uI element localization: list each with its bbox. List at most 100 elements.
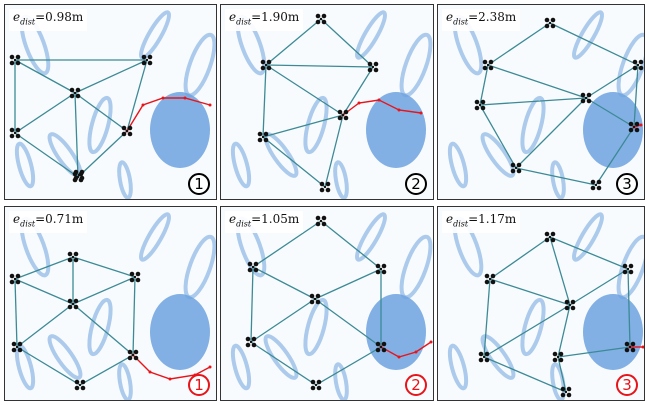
step-badge: 3 — [616, 374, 638, 396]
quadrotor-icon — [121, 125, 133, 137]
graph-edge — [14, 92, 76, 134]
graph-edge — [320, 220, 382, 270]
graph-edge — [16, 346, 81, 386]
panel-top-1: edist=0.98m 1 — [4, 4, 217, 200]
panel-top-2: edist=1.90m 2 — [220, 4, 434, 200]
quadrotor-icon — [544, 231, 556, 243]
obstacle — [333, 362, 349, 400]
obstacle-field — [230, 212, 433, 400]
formation-graph — [483, 236, 631, 393]
obstacle — [47, 132, 83, 178]
graph-edge — [14, 132, 79, 178]
obstacle — [183, 234, 216, 300]
graph-edge — [126, 59, 148, 132]
graph-edge — [487, 22, 551, 66]
trajectory-point — [419, 111, 423, 115]
scene — [9, 212, 216, 400]
graph-edge — [489, 236, 551, 280]
quadrotor-icon — [375, 263, 387, 275]
quadrotor-icon — [319, 181, 331, 193]
quadrotor-icon — [315, 215, 327, 227]
obstacle — [87, 95, 113, 155]
quadrotor-icon — [544, 17, 556, 29]
obstacle — [139, 10, 171, 60]
obstacle — [230, 141, 252, 189]
obstacle — [616, 32, 644, 98]
graph-edge — [14, 256, 74, 280]
graph-edge — [487, 64, 587, 99]
graph-edge — [479, 104, 517, 169]
obstacle — [366, 294, 426, 370]
trajectory-point — [429, 340, 433, 344]
step-badge: 2 — [405, 374, 427, 396]
quadrotor-icon — [67, 251, 79, 263]
graph-edge — [265, 64, 374, 68]
quadrotor-icon — [552, 351, 564, 363]
formation-graph — [14, 59, 148, 178]
trajectory-point — [357, 101, 361, 105]
graph-edge — [265, 64, 344, 116]
graph-edge — [342, 66, 374, 116]
distance-label: edist=2.38m — [442, 9, 521, 32]
graph-edge — [72, 303, 134, 356]
obstacle — [303, 297, 329, 357]
step-badge: 1 — [188, 374, 210, 396]
graph-edge — [72, 276, 136, 305]
trajectory-point — [161, 96, 165, 100]
quadrotor-icon — [564, 299, 576, 311]
graph-edge — [72, 256, 136, 278]
graph-edge — [74, 92, 79, 178]
quadrotor-icon — [560, 386, 572, 398]
graph-edge — [314, 268, 382, 300]
scene — [9, 10, 216, 199]
quadrotor-icon — [9, 273, 21, 285]
quadrotor-icon — [580, 92, 592, 104]
graph-edge — [14, 59, 76, 94]
obstacle — [150, 92, 210, 168]
distance-label: edist=1.90m — [225, 9, 304, 32]
graph-edge — [585, 64, 639, 99]
quadrotor-icon — [478, 351, 490, 363]
graph-edge — [77, 130, 128, 178]
graph-edge — [250, 341, 317, 386]
graph-edge — [479, 64, 489, 106]
graph-edge — [515, 97, 587, 169]
quadrotor-icon — [367, 61, 379, 73]
obstacle — [263, 334, 299, 380]
step-badge: 1 — [188, 173, 210, 195]
graph-edge — [483, 304, 571, 358]
obstacle — [355, 212, 387, 262]
quadrotor-icon — [69, 87, 81, 99]
quadrotor-icon — [127, 349, 139, 361]
trajectory-point — [397, 355, 401, 359]
obstacle — [550, 160, 566, 199]
trajectory-point — [148, 370, 152, 374]
formation-graph — [479, 22, 639, 186]
obstacle — [139, 212, 171, 262]
graph-edge — [557, 304, 571, 358]
trajectory-point — [168, 377, 172, 381]
graph-edge — [250, 266, 254, 343]
trajectory-line — [380, 341, 432, 358]
quadrotor-icon — [622, 263, 634, 275]
quadrotor-icon — [73, 169, 85, 181]
graph-edge — [557, 346, 631, 358]
trajectory-point — [141, 103, 145, 107]
obstacle — [333, 160, 349, 199]
panel-bottom-1: edist=0.71m 1 — [4, 206, 217, 401]
obstacle — [399, 234, 433, 300]
obstacle — [447, 141, 469, 189]
graph-edge — [483, 278, 491, 358]
graph-edge — [314, 298, 382, 348]
obstacle — [263, 132, 299, 178]
distance-label: edist=1.05m — [225, 211, 304, 234]
distance-label: edist=0.71m — [9, 211, 88, 234]
quadrotor-icon — [632, 59, 644, 71]
obstacle-field — [447, 10, 644, 199]
graph-edge — [595, 126, 635, 186]
trajectory-point — [183, 96, 187, 100]
graph-edge — [627, 268, 631, 348]
graph-edge — [557, 356, 567, 393]
graph-edge — [252, 266, 316, 300]
graph-edge — [16, 303, 74, 348]
